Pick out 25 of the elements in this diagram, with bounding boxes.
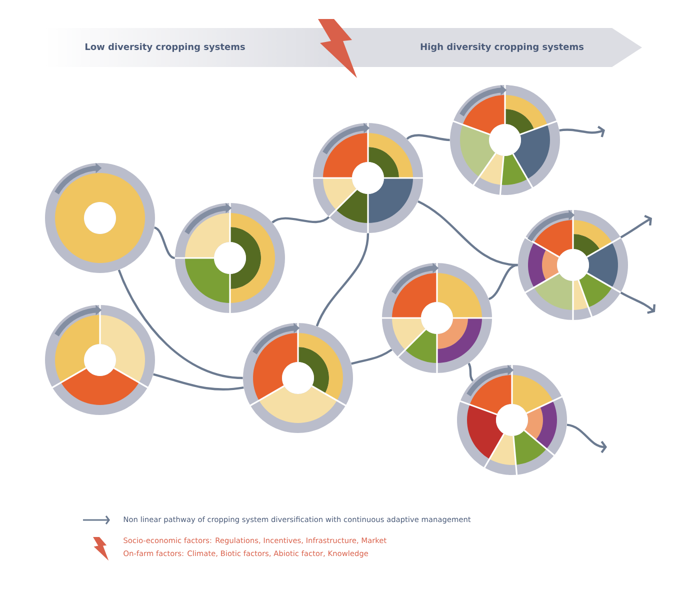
pathway-line [620,292,656,314]
pathway-line [154,226,176,260]
pathway-line [118,269,243,380]
crop-diversity-wheel [518,210,628,320]
pathway-line [316,233,370,327]
crop-diversity-wheel [45,304,155,415]
pathway-line [468,362,474,382]
crop-diversity-wheel [174,202,285,314]
crop-diversity-wheel [312,122,424,234]
banner-label: High diversity cropping systems [420,43,584,52]
pathway-line [620,214,652,238]
pathway-line [418,200,518,266]
pathway-line [488,264,518,300]
crop-diversity-wheel [457,364,567,476]
crop-diversity-wheel [450,84,560,196]
crop-diversity-wheel [382,262,492,374]
pathway-line [351,348,392,365]
crop-diversity-wheel [45,162,155,273]
crop-diversity-wheel [243,322,353,433]
pathway-line [559,126,605,138]
pathway-line [566,424,607,454]
pathway-line [406,134,450,142]
banner-label: Low diversity cropping systems [86,43,245,52]
pathway-line [153,373,244,390]
pathway-line [272,216,330,224]
